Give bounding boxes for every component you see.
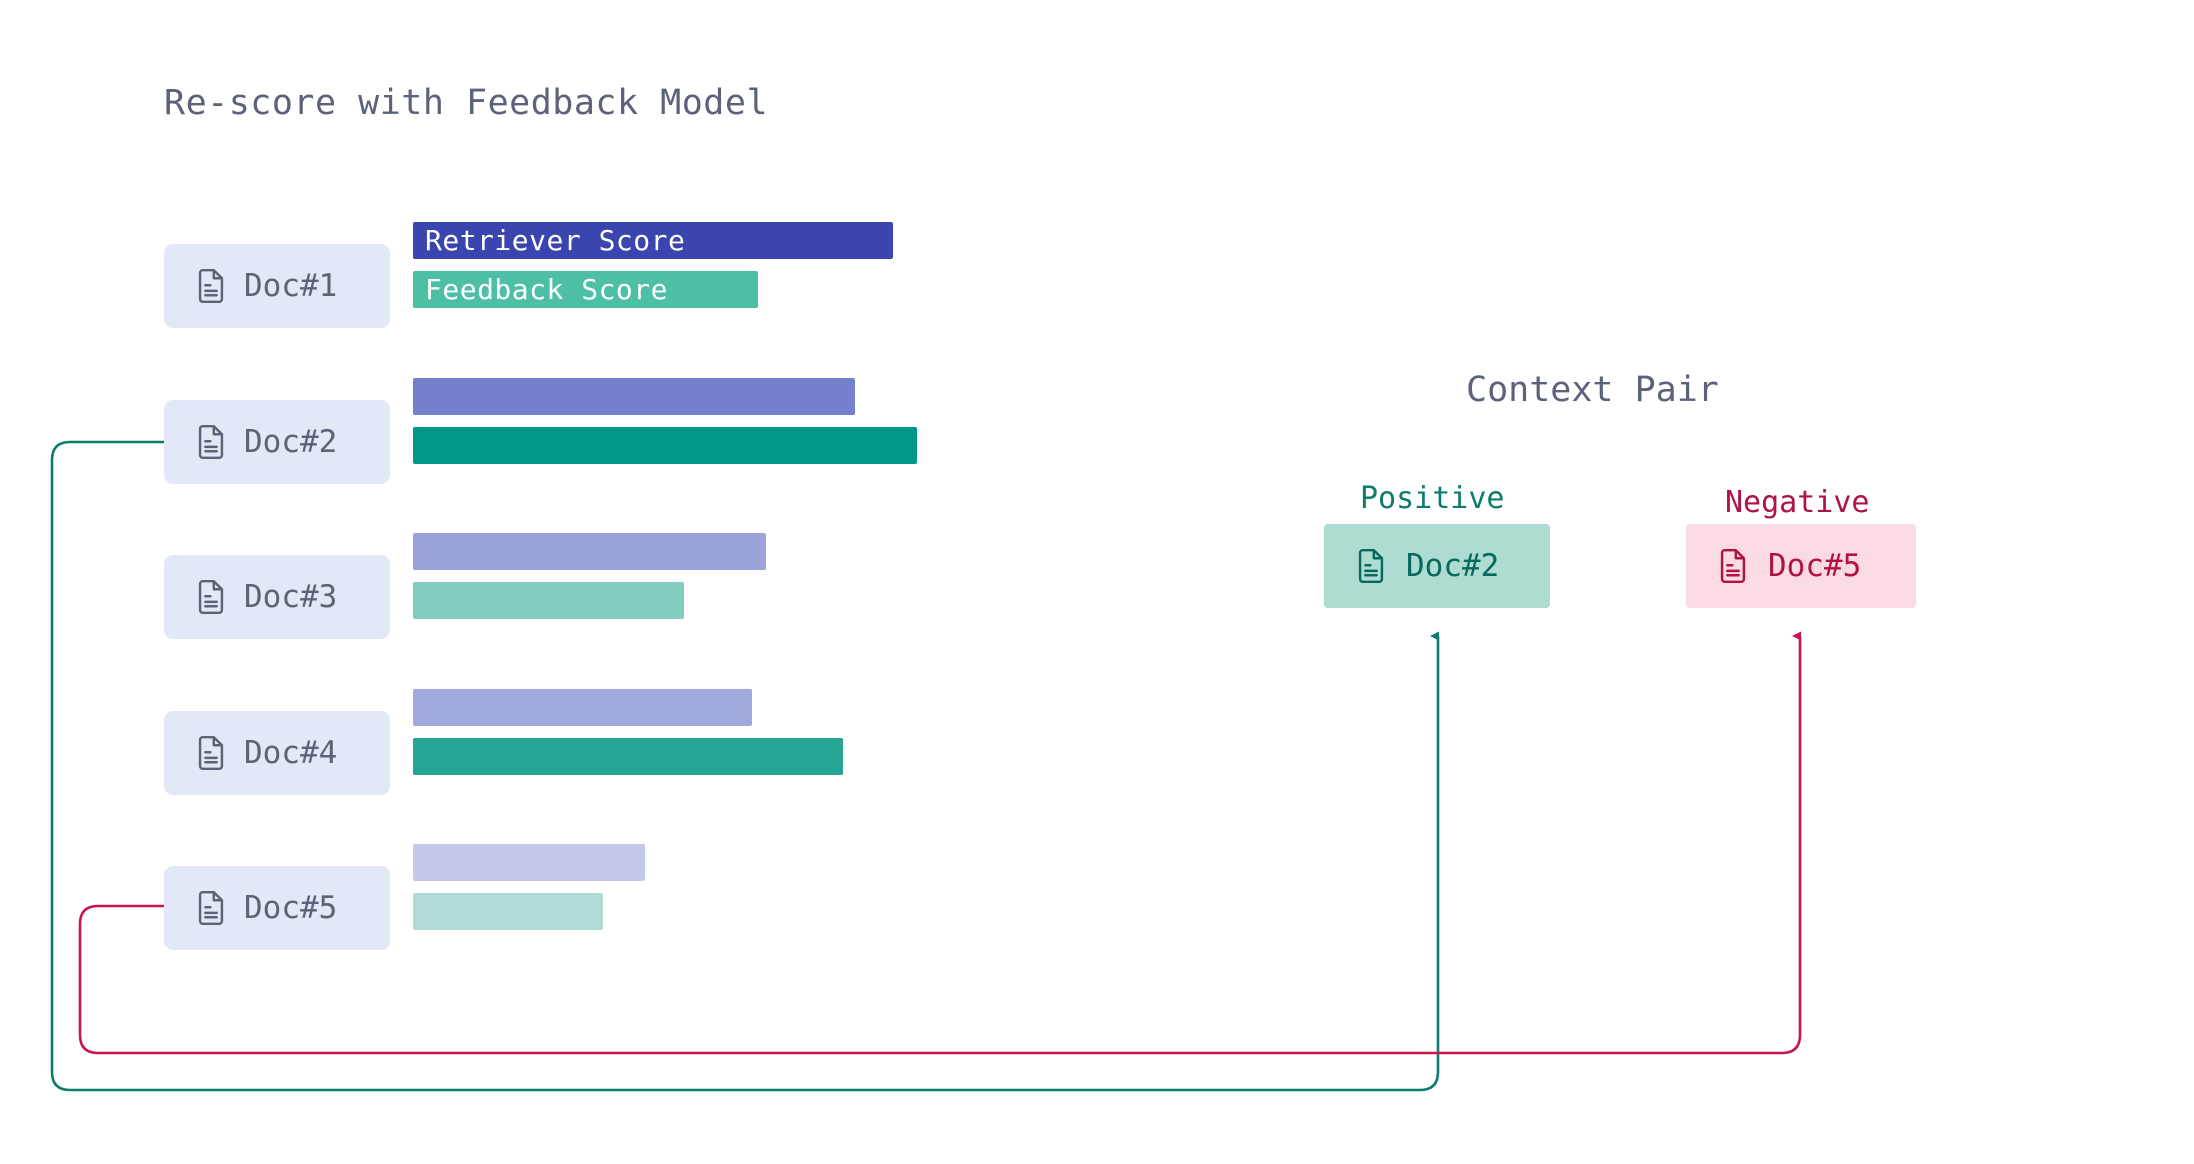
document-icon [1720,549,1746,583]
doc-chip-doc1[interactable]: Doc#1 [164,244,390,328]
document-icon [198,736,224,770]
context-pair-title: Context Pair [1466,370,1719,410]
retriever-score-bar [413,378,855,415]
doc-label: Doc#2 [244,424,338,460]
retriever-score-bar: Retriever Score [413,222,893,259]
retriever-score-bar [413,689,752,726]
positive-doc-box[interactable]: Doc#2 [1324,524,1550,608]
document-icon [1358,549,1384,583]
doc-label: Doc#1 [244,268,338,304]
feedback-score-bar [413,427,917,464]
page-title: Re-score with Feedback Model [164,83,769,123]
feedback-score-bar [413,582,684,619]
feedback-score-bar: Feedback Score [413,271,758,308]
feedback-score-bar [413,738,843,775]
doc-label: Doc#4 [244,735,338,771]
doc-chip-doc2[interactable]: Doc#2 [164,400,390,484]
doc-chip-doc3[interactable]: Doc#3 [164,555,390,639]
retriever-score-legend-label: Retriever Score [425,224,686,257]
wire-negative [78,631,1802,1055]
feedback-score-legend-label: Feedback Score [425,273,669,306]
positive-doc-label: Doc#2 [1406,548,1500,584]
document-icon [198,891,224,925]
positive-label: Positive [1360,481,1505,516]
doc-chip-doc4[interactable]: Doc#4 [164,711,390,795]
document-icon [198,425,224,459]
feedback-score-bar [413,893,603,930]
retriever-score-bar [413,533,766,570]
negative-label: Negative [1725,485,1870,520]
document-icon [198,269,224,303]
negative-doc-box[interactable]: Doc#5 [1686,524,1916,608]
doc-label: Doc#3 [244,579,338,615]
retriever-score-bar [413,844,645,881]
document-icon [198,580,224,614]
doc-chip-doc5[interactable]: Doc#5 [164,866,390,950]
doc-label: Doc#5 [244,890,338,926]
negative-doc-label: Doc#5 [1768,548,1862,584]
